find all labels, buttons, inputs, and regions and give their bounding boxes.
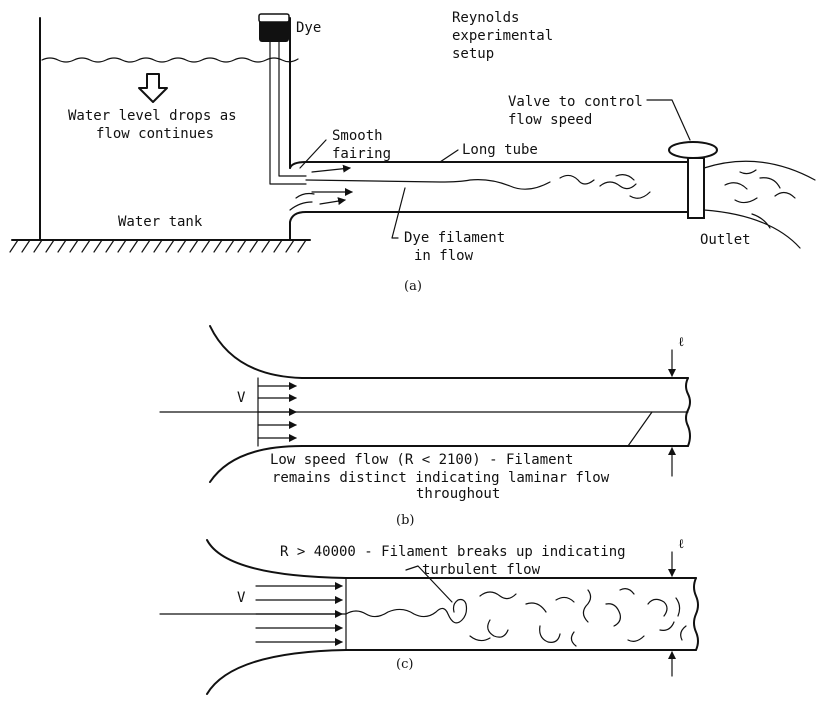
smooth-fairing-label-2: fairing [332,146,391,162]
water-level-down-arrow [138,73,168,103]
valve-pointer-line [646,99,691,141]
turbulent-filament [345,598,468,624]
velocity-label-c: V [237,590,246,606]
valve-label-2: flow speed [508,112,592,128]
dye-feed-tube [269,41,307,185]
pipe-break-c [693,577,699,651]
valve-body [687,157,705,219]
turbulent-pointer-c [405,565,453,603]
water-level-label-2: flow continues [96,126,214,142]
dimension-label-b: ℓ [678,335,684,350]
inflow-streamlines [289,192,315,211]
inlet-bellmouth-upper-c [206,539,347,579]
dye-filament-label-2: in flow [414,248,474,264]
inlet-bellmouth-lower-b [209,445,303,483]
caption-c: (c) [396,657,413,672]
long-tube-pointer [439,149,459,163]
inflow-arrow-1 [311,164,351,173]
dye-filament-a [305,174,651,199]
setup-title-1: Reynolds [452,10,519,26]
smooth-fairing-upper [289,161,307,169]
setup-title-2: experimental [452,28,553,44]
velocity-label-b: V [237,390,246,406]
long-tube-label: Long tube [462,142,538,158]
water-surface [41,57,299,63]
caption-a: (a) [404,279,422,294]
water-tank-label: Water tank [118,214,203,230]
water-level-label-1: Water level drops as [68,108,237,124]
dimension-label-c: ℓ [678,537,684,552]
dye-pointer-line [391,187,406,239]
filament-pointer-b [627,411,653,447]
setup-title-3: setup [452,46,494,62]
valve-label-1: Valve to control [508,94,643,110]
inlet-bellmouth-lower-c [206,649,347,695]
pipe-break-b [685,377,691,447]
tank-right-wall-lower [289,211,307,241]
valve-handle [668,141,718,159]
outlet-label: Outlet [700,232,751,248]
turbulent-eddies [469,588,687,647]
laminar-description-2: remains distinct indicating laminar flow [272,470,610,486]
panel-b: V ℓ Low speed flow (R < 2100) - Filament… [159,325,691,528]
outlet-jet [703,160,816,249]
turbulent-description-1: R > 40000 - Filament breaks up indicatin… [280,544,626,560]
ground-hatching [9,239,307,253]
turbulent-description-2: turbulent flow [422,562,541,578]
panel-a: Dye Reynolds experimental setup Water le… [9,10,816,294]
dye-reservoir-cap [258,13,290,23]
caption-b: (b) [396,513,414,528]
inlet-bellmouth-upper-b [209,325,303,379]
laminar-description-1: Low speed flow (R < 2100) - Filament [270,452,573,468]
smooth-fairing-pointer [299,139,327,169]
smooth-fairing-label-1: Smooth [332,128,383,144]
inflow-arrow-3 [319,197,346,206]
dye-filament-label-1: Dye filament [404,230,505,246]
dye-label: Dye [296,20,321,36]
panel-c: V ℓ R > 40000 - Filament breaks up indic… [159,537,699,695]
laminar-description-3: throughout [416,486,500,502]
